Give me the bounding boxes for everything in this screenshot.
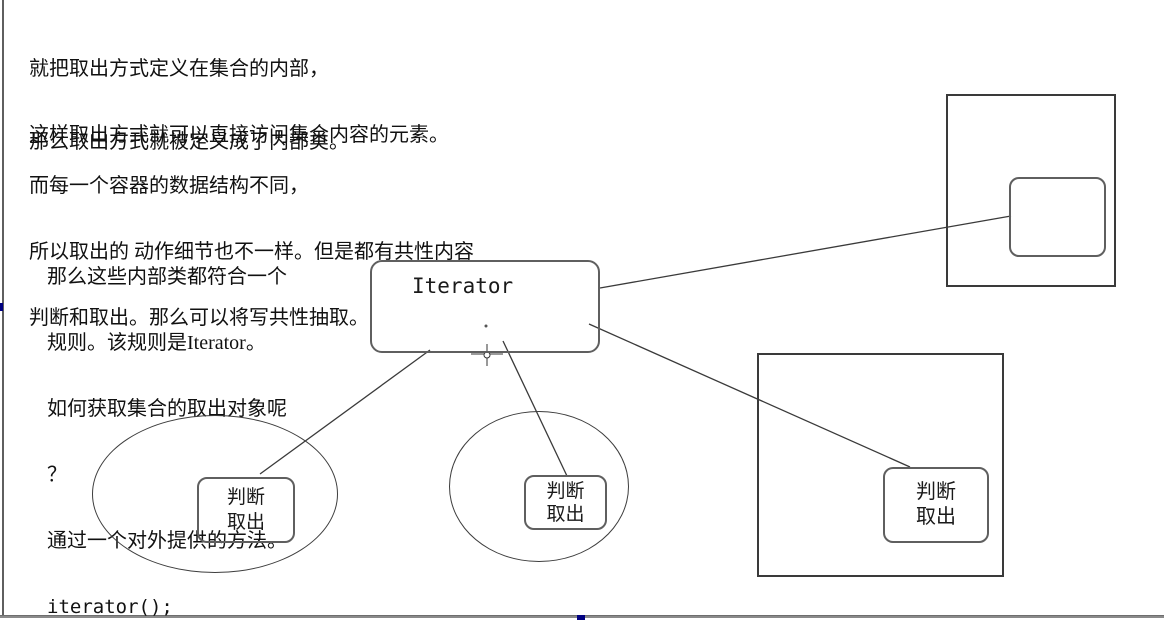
note-line: ？ <box>47 464 67 486</box>
note-line: 那么这些内部类都符合一个 <box>47 266 287 288</box>
note-line: 这样取出方式就可以直接访问集合内容的元素。 <box>29 124 449 146</box>
note-line: 如何获取集合的取出对象呢 <box>47 398 287 420</box>
note-line: 所以取出的 动作细节也不一样。但是都有共性内容 <box>29 241 474 263</box>
action-label-take: 取出 <box>226 512 265 533</box>
note-line: 那么取出方式就被定义成了内部类。 <box>29 131 349 153</box>
collection-ellipse-left[interactable] <box>92 415 338 573</box>
action-label-take: 取出 <box>546 503 585 525</box>
collection-ellipse-middle[interactable] <box>449 411 629 562</box>
action-label-judge: 判断 <box>916 481 956 503</box>
inner-class-box-right[interactable]: 判断 取出 <box>883 467 989 543</box>
canvas-left-border <box>2 0 4 617</box>
iterator-box[interactable]: Iterator <box>370 260 600 353</box>
action-label-take: 取出 <box>916 506 956 528</box>
inner-class-box-left[interactable]: 判断 取出 <box>197 477 295 543</box>
note-paragraph-1: 就把取出方式定义在集合的内部， 这样取出方式就可以直接访问集合内容的元素。 <box>29 14 449 190</box>
action-label-judge: 判断 <box>546 480 585 502</box>
inner-class-box-middle[interactable]: 判断 取出 <box>524 475 607 530</box>
note-paragraph-3: 而每一个容器的数据结构不同， 所以取出的 动作细节也不一样。但是都有共性内容 判… <box>29 131 474 373</box>
inner-class-box-empty[interactable] <box>1009 177 1106 257</box>
iterator-label: Iterator <box>412 274 514 298</box>
note-line: 而每一个容器的数据结构不同， <box>29 175 309 197</box>
bottom-border-handle[interactable] <box>577 615 585 620</box>
note-line: 规则。该规则是Iterator。 <box>47 332 266 354</box>
note-line-code: iterator(); <box>47 596 173 618</box>
note-line: 就把取出方式定义在集合的内部， <box>29 58 329 80</box>
note-line: 判断和取出。那么可以将写共性抽取。 <box>29 307 369 329</box>
action-label-judge: 判断 <box>226 487 265 508</box>
collection-rect-top-right[interactable] <box>946 94 1116 287</box>
left-border-handle[interactable] <box>0 303 3 311</box>
note-paragraph-2: 那么取出方式就被定义成了内部类。 <box>29 87 349 197</box>
collection-rect-bottom-right[interactable] <box>757 353 1004 577</box>
